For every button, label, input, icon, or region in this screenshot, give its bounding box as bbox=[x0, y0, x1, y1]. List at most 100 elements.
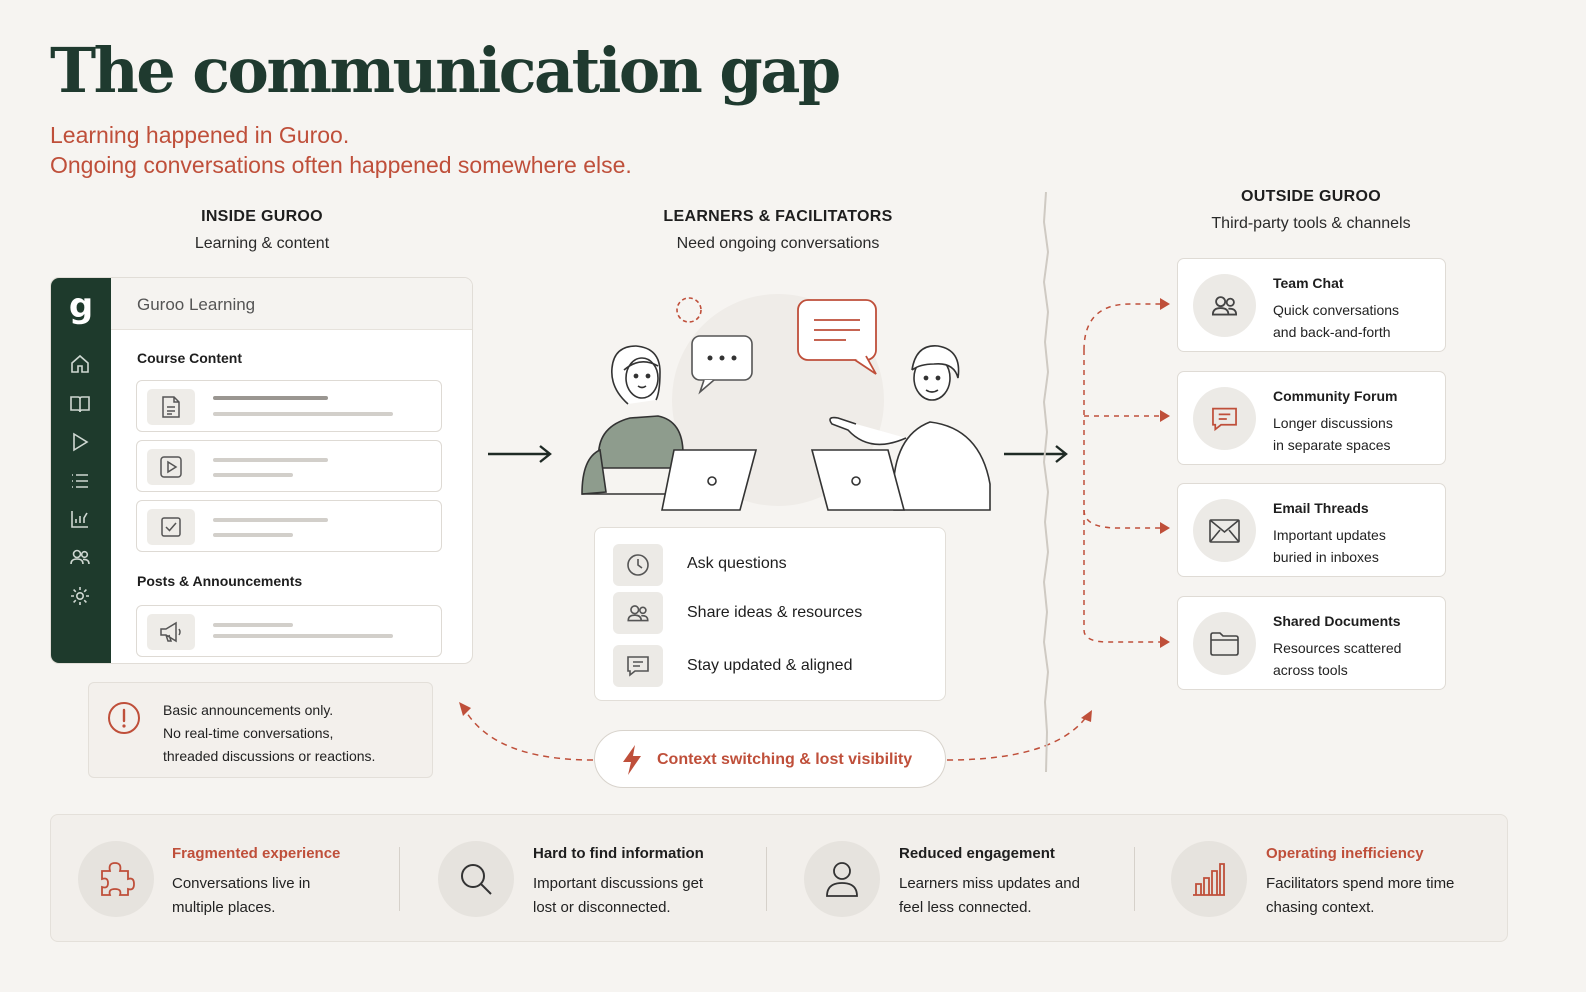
tool-description: Important updates buried in inboxes bbox=[1273, 524, 1386, 568]
conversation-needs-list: Ask questions Share ideas & resources St… bbox=[594, 527, 946, 701]
impact-description-line: multiple places. bbox=[172, 899, 276, 916]
activity-ask-questions: Ask questions bbox=[687, 555, 787, 572]
impact-description-line: Learners miss updates and bbox=[899, 875, 1080, 892]
center-header: LEARNERS & FACILITATORS Need ongoing con… bbox=[628, 208, 928, 253]
item-title-bar bbox=[213, 458, 328, 462]
content-item-task[interactable] bbox=[136, 500, 442, 552]
inside-header: INSIDE GUROO Learning & content bbox=[132, 208, 392, 253]
app-header bbox=[111, 278, 472, 330]
alert-line: threaded discussions or reactions. bbox=[163, 748, 376, 764]
tool-description: Longer discussions in separate spaces bbox=[1273, 412, 1393, 456]
center-heading: LEARNERS & FACILITATORS bbox=[663, 208, 893, 225]
laptop-icon bbox=[661, 449, 758, 511]
app-logo: g bbox=[68, 286, 94, 326]
subtitle-line-1: Learning happened in Guroo. bbox=[50, 122, 350, 148]
page-title: The communication gap bbox=[50, 34, 841, 107]
impact-divider bbox=[399, 847, 400, 911]
message-bubble-icon bbox=[797, 299, 877, 375]
megaphone-icon bbox=[160, 621, 181, 643]
item-icon-box bbox=[147, 509, 195, 545]
context-switching-pill: Context switching & lost visibility bbox=[594, 730, 946, 788]
tool-title: Email Threads bbox=[1273, 500, 1369, 516]
user-icon bbox=[826, 862, 858, 897]
context-switching-label: Context switching & lost visibility bbox=[657, 751, 913, 768]
tools-branch-connectors bbox=[1083, 298, 1170, 648]
tool-card-shared-documents[interactable]: Shared Documents Resources scattered acr… bbox=[1177, 596, 1446, 690]
impact-icon-circle bbox=[1171, 841, 1247, 917]
ellipsis-bubble-icon bbox=[691, 335, 753, 395]
impact-description: Important discussions get lost or discon… bbox=[533, 872, 703, 920]
impact-summary-bar: Fragmented experience Conversations live… bbox=[50, 814, 1508, 942]
outside-heading: OUTSIDE GUROO bbox=[1241, 188, 1381, 205]
impact-description-line: Important discussions get bbox=[533, 875, 704, 892]
tool-description-line: and back-and-forth bbox=[1273, 324, 1391, 340]
arrow-right-icon bbox=[1004, 445, 1068, 463]
tool-description-line: Important updates bbox=[1273, 527, 1386, 543]
book-icon[interactable] bbox=[68, 392, 92, 416]
gear-icon[interactable] bbox=[68, 584, 92, 608]
item-meta-bar bbox=[213, 634, 393, 638]
item-meta-bar bbox=[213, 412, 393, 416]
impact-description: Conversations live in multiple places. bbox=[172, 872, 310, 920]
folder-icon bbox=[1210, 632, 1239, 656]
impact-divider bbox=[766, 847, 767, 911]
impact-description-line: Conversations live in bbox=[172, 875, 311, 892]
tool-description-line: in separate spaces bbox=[1273, 437, 1391, 453]
guroo-app-panel: g Guroo Learning Course Content Posts & … bbox=[50, 277, 473, 664]
chat-icon bbox=[1212, 407, 1237, 432]
learners-illustration bbox=[581, 294, 991, 511]
tool-description: Quick conversations and back-and-forth bbox=[1273, 299, 1399, 343]
list-icon[interactable] bbox=[68, 469, 92, 493]
tool-icon-circle bbox=[1193, 499, 1256, 562]
post-item[interactable] bbox=[136, 605, 442, 657]
subtitle-line-2: Ongoing conversations often happened som… bbox=[50, 152, 632, 178]
impact-description: Facilitators spend more time chasing con… bbox=[1266, 872, 1454, 920]
chart-icon[interactable] bbox=[68, 507, 92, 531]
lightning-icon bbox=[623, 745, 641, 775]
tool-card-email-threads[interactable]: Email Threads Important updates buried i… bbox=[1177, 483, 1446, 577]
impact-title: Operating inefficiency bbox=[1266, 845, 1424, 862]
home-icon[interactable] bbox=[68, 352, 92, 376]
puzzle-icon bbox=[101, 862, 135, 896]
impact-icon-circle bbox=[438, 841, 514, 917]
impact-title: Hard to find information bbox=[533, 845, 704, 862]
users-icon bbox=[627, 605, 649, 622]
alert-line: No real-time conversations, bbox=[163, 725, 334, 741]
course-content-label: Course Content bbox=[137, 350, 242, 366]
activity-icon-box bbox=[613, 645, 663, 687]
content-item-video[interactable] bbox=[136, 440, 442, 492]
tool-title: Team Chat bbox=[1273, 275, 1344, 291]
item-icon-box bbox=[147, 449, 195, 485]
item-meta-bar bbox=[213, 533, 293, 537]
item-icon-box bbox=[147, 614, 195, 650]
alert-line: Basic announcements only. bbox=[163, 702, 334, 718]
activity-icon-box bbox=[613, 544, 663, 586]
context-connectors bbox=[459, 702, 1092, 761]
tool-description-line: buried in inboxes bbox=[1273, 549, 1379, 565]
tool-description-line: Longer discussions bbox=[1273, 415, 1393, 431]
play-icon[interactable] bbox=[68, 430, 92, 454]
outside-subheading: Third-party tools & channels bbox=[1211, 215, 1411, 232]
activity-share-ideas: Share ideas & resources bbox=[687, 604, 863, 621]
app-sidebar: g bbox=[51, 278, 111, 663]
impact-title: Reduced engagement bbox=[899, 845, 1055, 862]
impact-icon-circle bbox=[78, 841, 154, 917]
video-icon bbox=[160, 456, 182, 478]
tool-title: Shared Documents bbox=[1273, 613, 1401, 629]
tool-card-community-forum[interactable]: Community Forum Longer discussions in se… bbox=[1177, 371, 1446, 465]
item-meta-bar bbox=[213, 473, 293, 477]
learner-figure bbox=[581, 345, 684, 495]
impact-icon-circle bbox=[804, 841, 880, 917]
app-name: Guroo Learning bbox=[137, 295, 256, 314]
facilitator-figure bbox=[829, 345, 991, 511]
tool-card-team-chat[interactable]: Team Chat Quick conversations and back-a… bbox=[1177, 258, 1446, 352]
impact-divider bbox=[1134, 847, 1135, 911]
checkbox-icon bbox=[161, 517, 181, 537]
document-icon bbox=[162, 396, 180, 418]
content-item-document[interactable] bbox=[136, 380, 442, 432]
chat-icon bbox=[627, 656, 649, 677]
alert-icon bbox=[108, 702, 140, 734]
bar-chart-icon bbox=[1193, 863, 1225, 896]
impact-description-line: Facilitators spend more time bbox=[1266, 875, 1455, 892]
users-icon[interactable] bbox=[68, 545, 92, 569]
